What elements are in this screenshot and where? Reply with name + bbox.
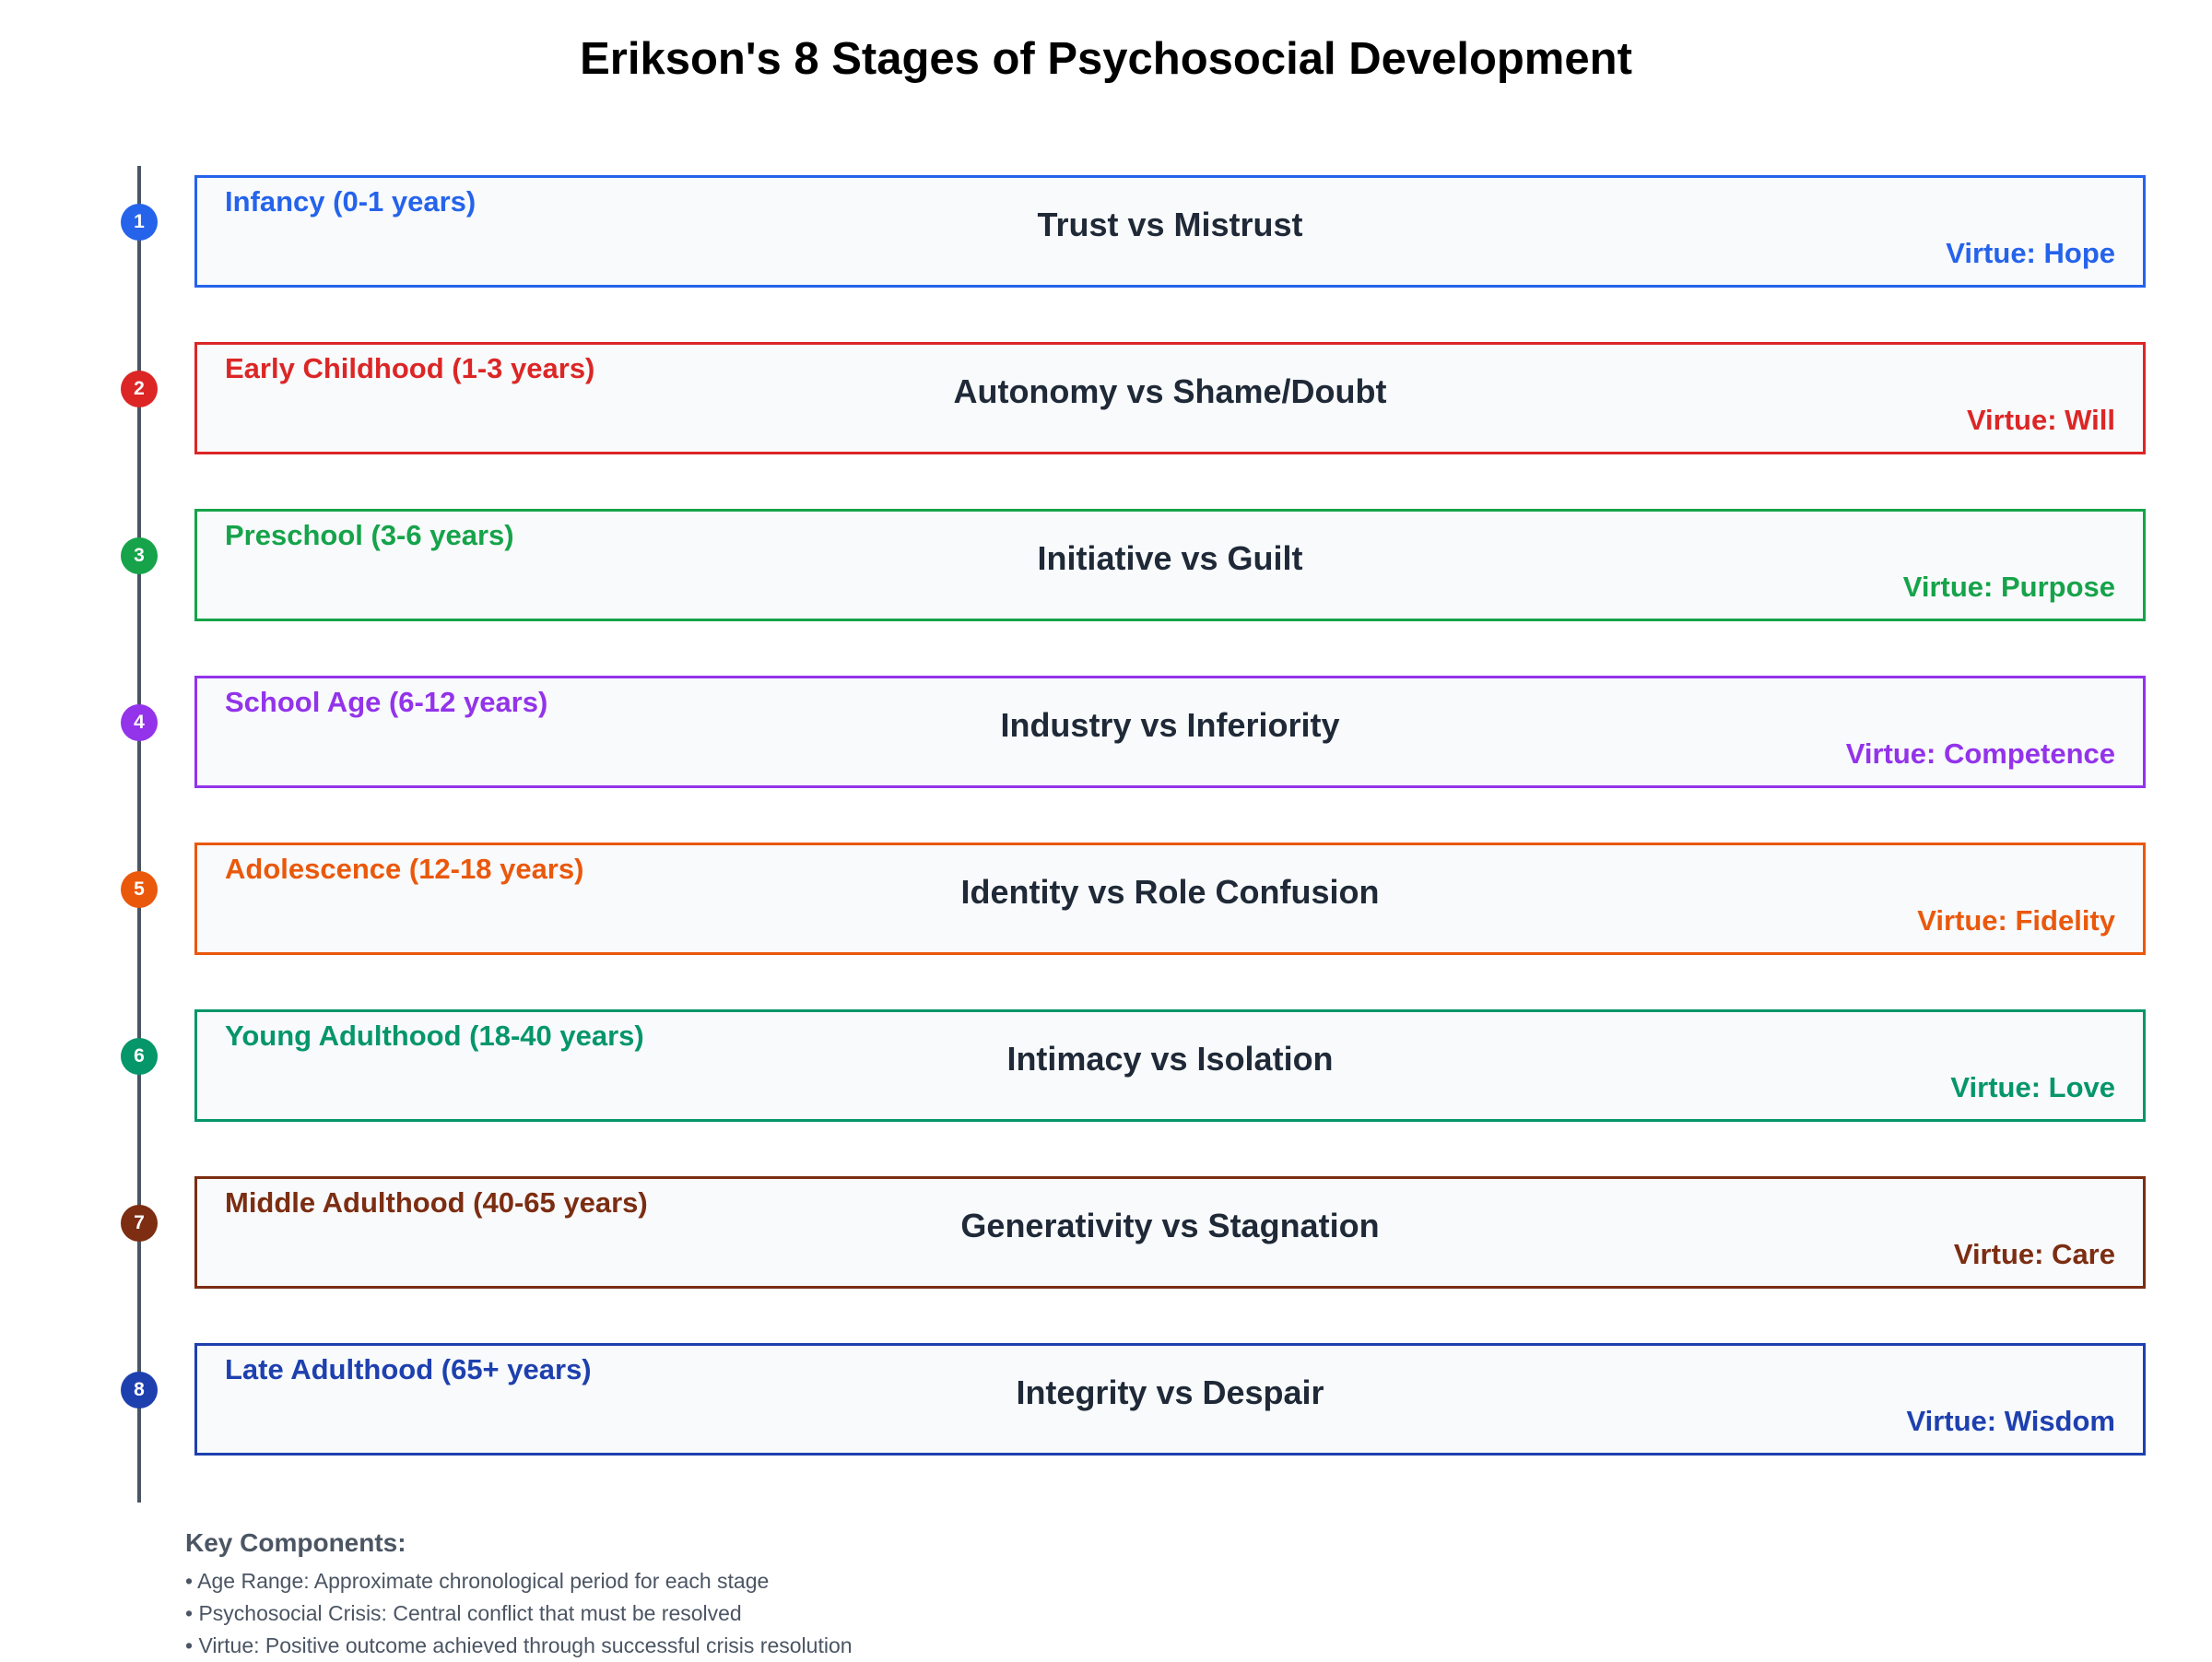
- stage-8-virtue: Virtue: Wisdom: [1906, 1405, 2115, 1437]
- timeline-line: [137, 166, 141, 1503]
- stage-6-number-badge: 6: [121, 1038, 158, 1075]
- stage-3-age-range: Preschool (3-6 years): [225, 519, 514, 551]
- stage-1-virtue: Virtue: Hope: [1946, 237, 2115, 269]
- stage-8-crisis: Integrity vs Despair: [1016, 1373, 1324, 1411]
- stage-6-virtue: Virtue: Love: [1950, 1071, 2115, 1103]
- stage-8-number-badge: 8: [121, 1372, 158, 1409]
- stage-1-box: Infancy (0-1 years) Trust vs Mistrust Vi…: [194, 175, 2146, 288]
- stage-5-number-badge: 5: [121, 871, 158, 908]
- key-item-age-range: • Age Range: Approximate chronological p…: [185, 1569, 770, 1593]
- key-components: Key Components: • Age Range: Approximate…: [185, 1526, 853, 1662]
- stage-7-virtue: Virtue: Care: [1953, 1238, 2115, 1270]
- stage-4-number-badge: 4: [121, 704, 158, 741]
- stage-1-crisis: Trust vs Mistrust: [1037, 206, 1303, 243]
- stage-1-number-badge: 1: [121, 204, 158, 241]
- stage-2-age-range: Early Childhood (1-3 years): [225, 352, 595, 384]
- key-item-virtue: • Virtue: Positive outcome achieved thro…: [185, 1633, 853, 1657]
- stage-5-virtue: Virtue: Fidelity: [1917, 904, 2115, 937]
- stage-6-age-range: Young Adulthood (18-40 years): [225, 1020, 644, 1052]
- stage-8-age-range: Late Adulthood (65+ years): [225, 1353, 592, 1385]
- stage-4-box: School Age (6-12 years) Industry vs Infe…: [194, 676, 2146, 788]
- key-heading: Key Components:: [185, 1528, 406, 1557]
- stage-7-crisis: Generativity vs Stagnation: [960, 1207, 1380, 1244]
- stage-3-box: Preschool (3-6 years) Initiative vs Guil…: [194, 509, 2146, 621]
- stage-2-virtue: Virtue: Will: [1966, 404, 2115, 436]
- stage-6-box: Young Adulthood (18-40 years) Intimacy v…: [194, 1009, 2146, 1122]
- stage-5-box: Adolescence (12-18 years) Identity vs Ro…: [194, 843, 2146, 955]
- stage-1-age-range: Infancy (0-1 years): [225, 185, 477, 218]
- stage-6-crisis: Intimacy vs Isolation: [1006, 1040, 1334, 1078]
- stage-5-age-range: Adolescence (12-18 years): [225, 853, 584, 885]
- stage-7-number-badge: 7: [121, 1205, 158, 1242]
- stage-3-crisis: Initiative vs Guilt: [1037, 539, 1303, 577]
- key-item-psychosocial-crisis: • Psychosocial Crisis: Central conflict …: [185, 1601, 742, 1625]
- stage-3-number-badge: 3: [121, 537, 158, 574]
- stage-7-box: Middle Adulthood (40-65 years) Generativ…: [194, 1176, 2146, 1289]
- stage-2-crisis: Autonomy vs Shame/Doubt: [953, 372, 1387, 410]
- stage-3-virtue: Virtue: Purpose: [1902, 571, 2115, 603]
- stage-4-virtue: Virtue: Competence: [1845, 737, 2115, 770]
- stage-4-crisis: Industry vs Inferiority: [1000, 706, 1340, 744]
- stage-8-box: Late Adulthood (65+ years) Integrity vs …: [194, 1343, 2146, 1456]
- stage-2-number-badge: 2: [121, 371, 158, 407]
- stage-2-box: Early Childhood (1-3 years) Autonomy vs …: [194, 342, 2146, 454]
- stage-4-age-range: School Age (6-12 years): [225, 686, 548, 718]
- page-title: Erikson's 8 Stages of Psychosocial Devel…: [580, 34, 1632, 84]
- stage-5-crisis: Identity vs Role Confusion: [960, 873, 1380, 911]
- stage-7-age-range: Middle Adulthood (40-65 years): [225, 1186, 648, 1219]
